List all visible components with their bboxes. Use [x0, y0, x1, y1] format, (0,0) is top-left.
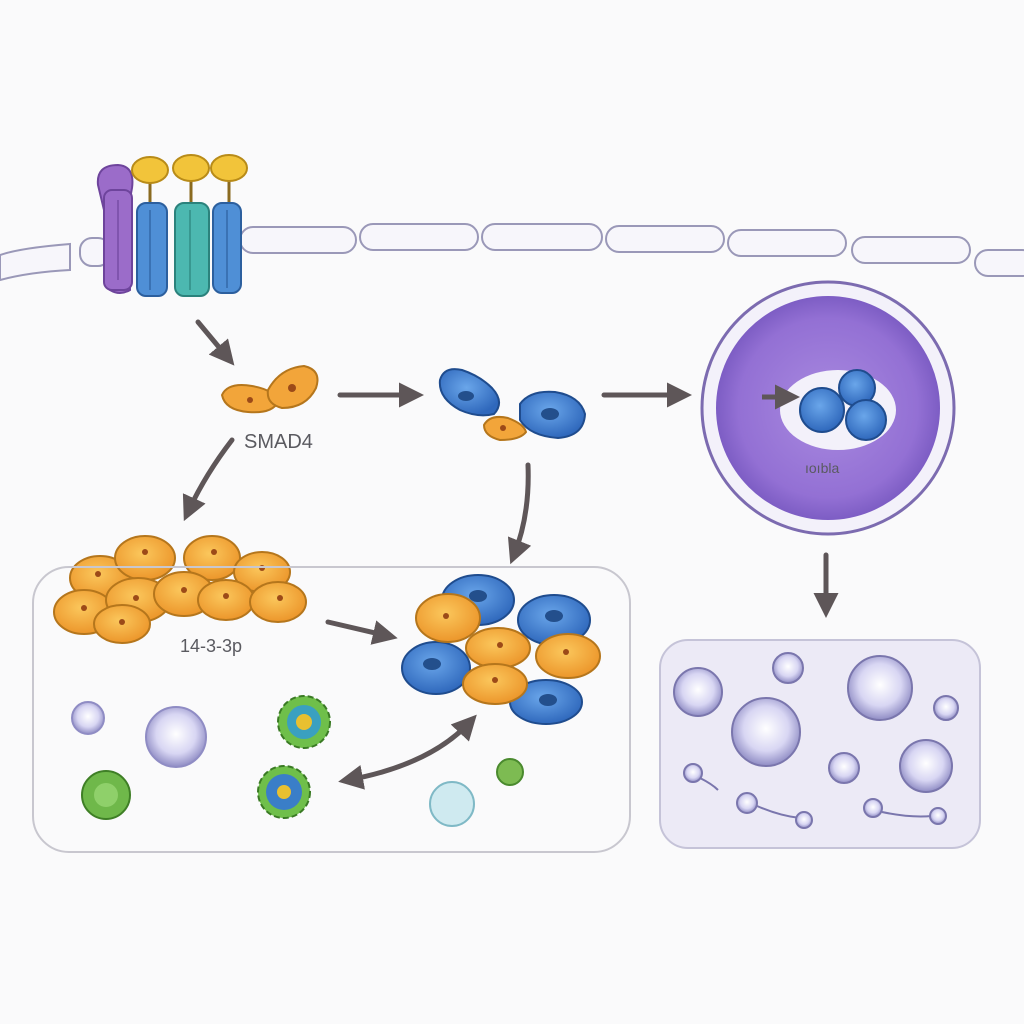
smad-complex-icon: [438, 368, 587, 442]
nucleus-icon: [700, 280, 956, 536]
arrows: [182, 319, 839, 790]
arrow-complex-to-mixed: [507, 462, 532, 565]
smad-dimer-icon: [220, 364, 319, 414]
protein-14-3-3-label: 14-3-3p: [180, 636, 242, 656]
virus-like-particle-icon: [257, 695, 331, 819]
arrow-receptor-to-smad4: [195, 319, 235, 366]
receptor-complex-icon: [96, 154, 248, 297]
arrow-cluster-to-mixed: [325, 619, 398, 645]
arrow-mixed-to-virus: [338, 714, 477, 790]
vesicle-icon: [673, 652, 959, 829]
smad4-label: SMAD4: [244, 431, 313, 453]
cell-membrane: [0, 223, 1024, 282]
cell-cluster-icon: [53, 535, 307, 644]
mixed-cell-cluster: [401, 574, 601, 725]
arrow-smad4-to-cluster: [182, 437, 235, 522]
nucleus-label: ıoıbla: [805, 460, 839, 476]
small-cells: [71, 701, 524, 827]
lower-left-compartment: [32, 566, 631, 853]
